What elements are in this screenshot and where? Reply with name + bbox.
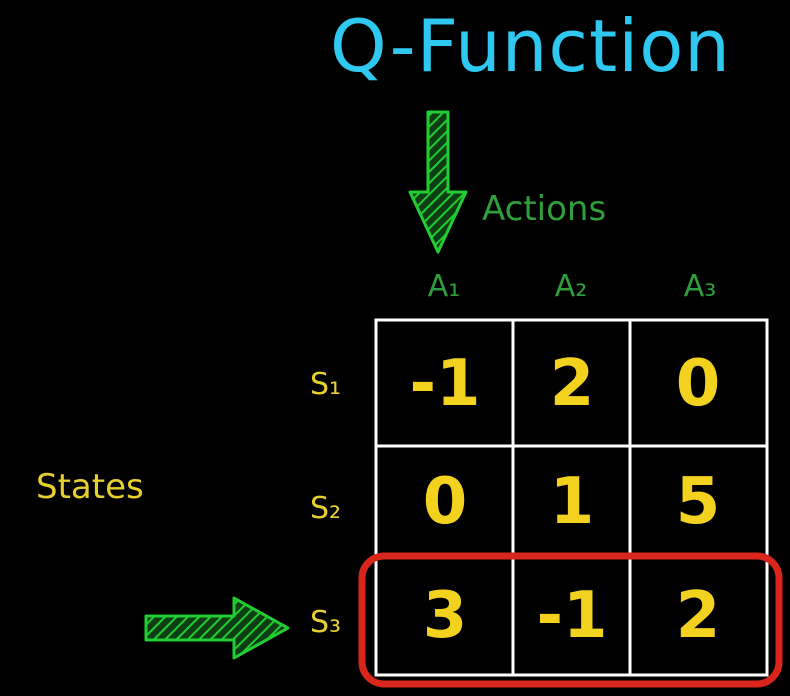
down-arrow-icon bbox=[408, 110, 468, 254]
cell-s2-a1: 0 bbox=[422, 465, 468, 539]
right-arrow-icon bbox=[144, 596, 290, 660]
column-header-a2: A₂ bbox=[554, 269, 588, 304]
column-header-a1: A₁ bbox=[427, 269, 461, 304]
row-header-s3: S₃ bbox=[310, 605, 342, 640]
page-title: Q-Function bbox=[330, 4, 731, 88]
cell-s2-a3: 5 bbox=[675, 465, 721, 539]
cell-s2-a2: 1 bbox=[549, 465, 595, 539]
actions-label: Actions bbox=[482, 189, 607, 229]
cell-s3-a2: -1 bbox=[536, 579, 608, 653]
cell-s1-a2: 2 bbox=[549, 347, 595, 421]
row-header-s1: S₁ bbox=[310, 367, 342, 402]
cell-s3-a1: 3 bbox=[422, 579, 468, 653]
column-header-a3: A₃ bbox=[683, 269, 717, 304]
states-label: States bbox=[36, 467, 144, 507]
highlight-row-box bbox=[358, 552, 783, 688]
table-border bbox=[374, 318, 769, 677]
cell-s1-a3: 0 bbox=[675, 347, 721, 421]
row-header-s2: S₂ bbox=[310, 491, 342, 526]
cell-s1-a1: -1 bbox=[409, 347, 481, 421]
cell-s3-a3: 2 bbox=[675, 579, 721, 653]
